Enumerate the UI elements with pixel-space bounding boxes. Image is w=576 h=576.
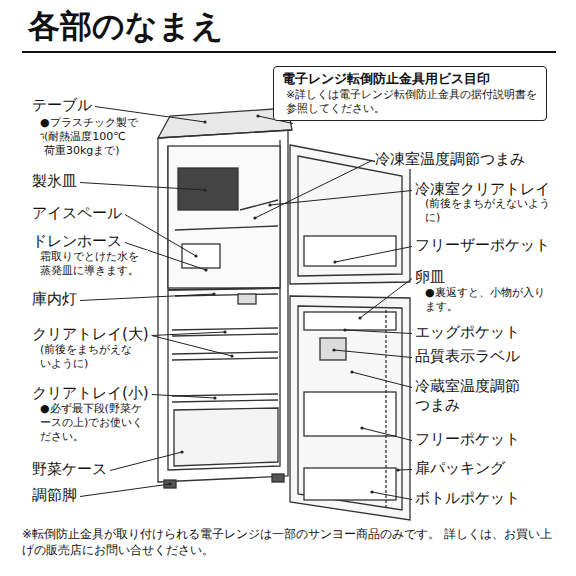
part-note: (前後をまちがえないように): [40, 343, 142, 371]
leader-dot: [256, 114, 259, 117]
leader-line: [80, 183, 205, 191]
part-name: フリーポケット: [415, 430, 520, 449]
part-name: 冷凍室温度調節つまみ: [375, 150, 525, 169]
leader-line: [255, 161, 372, 219]
part-name: テーブル: [32, 96, 92, 115]
leader-line: [360, 279, 412, 319]
title-rule: [22, 51, 556, 53]
leader-dot: [396, 468, 399, 471]
part-name: 品質表示ラベル: [415, 347, 520, 366]
part-name: 卵皿: [415, 268, 445, 287]
leader-line: [110, 452, 182, 471]
leader-dot: [343, 328, 346, 331]
leader-line: [334, 350, 412, 358]
leader-dot: [358, 316, 361, 319]
callout-note: ※詳しくは電子レンジ転倒防止金具の据付説明書を参照してください。: [282, 88, 538, 117]
leader-dot: [268, 203, 271, 206]
leader-dot: [212, 292, 215, 295]
leader-line: [372, 492, 412, 500]
page-title: 各部のなまえ: [28, 6, 224, 46]
part-name: エッグポケット: [415, 323, 520, 342]
part-note: (耐熱温度100℃ 荷重30kgまで): [44, 130, 136, 158]
leader-dot: [230, 354, 233, 357]
leader-dot: [213, 396, 216, 399]
leader-line: [335, 247, 412, 263]
part-note: 霜取りでとけた水を蒸発皿に導きます。: [40, 250, 148, 278]
leader-dot: [194, 254, 197, 257]
part-note: ●必ず最下段(野菜ケースの上)でお使いください。: [40, 402, 152, 443]
leader-line: [152, 336, 232, 357]
leader-dot: [203, 120, 206, 123]
part-name: 調節脚: [32, 486, 77, 505]
callout-heading: 電子レンジ転倒防止金具用ビス目印: [282, 71, 538, 88]
leader-line: [398, 469, 412, 471]
part-name: 冷凍室クリアトレイ: [415, 180, 550, 199]
part-note: (前後をまちがえないように): [425, 197, 553, 225]
part-name: クリアトレイ(小): [32, 384, 149, 403]
part-name: 扉パッキング: [415, 459, 505, 478]
leader-dot: [333, 260, 336, 263]
leader-dot: [360, 426, 363, 429]
leader-dot: [253, 216, 256, 219]
part-name: ドレンホース: [32, 232, 122, 251]
callout-box: 電子レンジ転倒防止金具用ビス目印※詳しくは電子レンジ転倒防止金具の据付説明書を参…: [273, 66, 547, 121]
part-name: ボトルポケット: [415, 489, 520, 508]
leader-line: [352, 372, 412, 388]
leader-dot: [370, 490, 373, 493]
leader-line: [152, 332, 225, 336]
part-name: 製氷皿: [32, 172, 77, 191]
leader-line: [152, 395, 215, 399]
part-name: クリアトレイ(大): [32, 325, 149, 344]
leader-dot: [350, 370, 353, 373]
leader-line: [270, 191, 412, 206]
leader-line: [362, 428, 412, 441]
caption: ※転倒防止金具が取り付けられる電子レンジは一部のサンヨー商品のみです。 詳しくは…: [22, 526, 562, 558]
leader-dot: [332, 348, 335, 351]
fridge-body: [158, 108, 292, 488]
leader-dot: [168, 482, 171, 485]
leader-dot: [203, 188, 206, 191]
part-name: 庫内灯: [32, 290, 77, 309]
leader-line: [80, 294, 214, 301]
leader-line: [80, 484, 170, 497]
part-note: ●裏返すと、小物が入ります。: [425, 286, 553, 314]
leader-dot: [180, 450, 183, 453]
part-name: アイスペール: [32, 204, 122, 223]
leader-dot: [223, 330, 226, 333]
part-name: フリーザーポケット: [415, 236, 550, 255]
leader-line: [345, 330, 412, 334]
leader-dot: [204, 268, 207, 271]
part-name: 野菜ケース: [32, 460, 107, 479]
part-name: 冷蔵室温度調節つまみ: [415, 377, 530, 415]
